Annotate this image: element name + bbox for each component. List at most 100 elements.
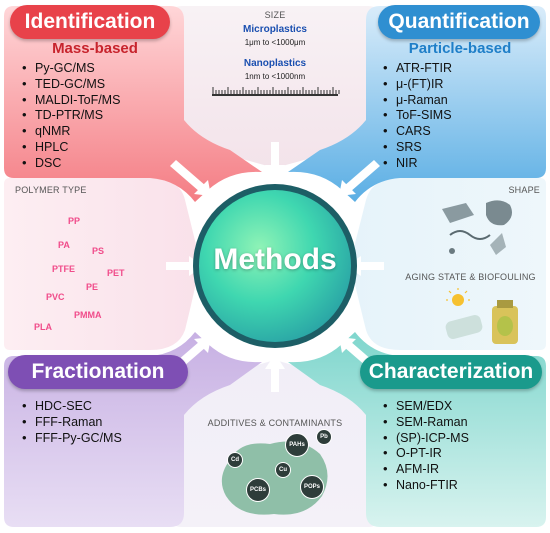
bullet-icon: •: [22, 398, 27, 413]
fractionation-item: • FFF-Raman: [22, 414, 122, 430]
polymer-pa: PA: [58, 240, 70, 250]
bullet-icon: •: [22, 154, 27, 170]
nanoplastics-range: 1nm to <1000nm: [244, 72, 306, 81]
arrow-bottom-left-head: [194, 337, 211, 353]
methods-label: Methods: [213, 243, 337, 276]
polymer-pla: PLA: [34, 322, 52, 332]
fractionation-item: • HDC-SEC: [22, 398, 122, 414]
arrow-bottom-head: [265, 354, 285, 369]
arrow-top-left-head: [194, 180, 211, 196]
characterization-item-label: SEM/EDX: [396, 399, 453, 413]
characterization-item: • (SP)-ICP-MS: [383, 430, 469, 446]
polymer-pvc: PVC: [46, 292, 65, 302]
bullet-icon: •: [383, 445, 388, 461]
bullet-icon: •: [22, 75, 27, 91]
bubble-pcbs: PCBs: [246, 478, 270, 502]
nanoplastics-title: Nanoplastics: [243, 58, 307, 69]
quantification-item: •μ-(FT)IR: [383, 76, 452, 92]
additives-label: ADDITIVES & CONTAMINANTS: [207, 418, 343, 428]
microplastics-title: Microplastics: [243, 24, 307, 35]
quantification-header: Quantification: [378, 5, 540, 39]
quantification-item: • CARS: [383, 123, 452, 139]
arrow-bottom-right-head: [339, 337, 356, 353]
bullet-icon: •: [383, 413, 388, 429]
mass-based-subtitle: Mass-based: [52, 40, 138, 57]
identification-item-label: TED-GC/MS: [35, 76, 106, 91]
identification-item-label: Py-GC/MS: [35, 61, 95, 75]
particle-based-subtitle: Particle-based: [408, 40, 512, 57]
characterization-item-label: (SP)-ICP-MS: [396, 430, 469, 445]
fractionation-item-label: FFF-Raman: [35, 414, 103, 429]
tube-icon: [445, 314, 483, 340]
characterization-item: •SEM-Raman: [383, 414, 469, 430]
identification-item-label: MALDI-ToF/MS: [35, 92, 121, 107]
identification-item-label: TD-PTR/MS: [35, 108, 104, 123]
bullet-icon: •: [383, 398, 388, 413]
identification-panel: [4, 6, 262, 202]
polymer-ps: PS: [92, 246, 105, 256]
arrow-top: [271, 142, 279, 168]
identification-item: •HPLC: [22, 139, 120, 155]
arrow-top-right-head: [339, 180, 356, 196]
characterization-item: • Nano-FTIR: [383, 477, 469, 493]
quantification-item-label: CARS: [396, 124, 431, 139]
bullet-icon: •: [383, 75, 388, 91]
quantification-item-label: NIR: [396, 155, 418, 170]
identification-item: • DSC: [22, 155, 120, 171]
bullet-icon: •: [383, 476, 388, 492]
identification-item-label: DSC: [35, 155, 62, 170]
microplastics-range: 1μm to <1000μm: [244, 38, 306, 47]
characterization-item: •AFM-IR: [383, 461, 469, 477]
arrow-left: [166, 262, 192, 270]
characterization-item: • SEM/EDX: [383, 398, 469, 414]
arrow-top-right: [344, 160, 380, 192]
quantification-item: •ToF-SIMS: [383, 107, 452, 123]
polymer-pet: PET: [107, 268, 125, 278]
bullet-icon: •: [383, 91, 388, 107]
particle-shapes-icon: [442, 200, 512, 255]
characterization-header: Characterization: [360, 355, 542, 389]
identification-item: • TED-GC/MS: [22, 76, 120, 92]
characterization-item-label: Nano-FTIR: [396, 477, 458, 492]
shape-label: SHAPE: [508, 185, 540, 195]
fractionation-item: •FFF-Py-GC/MS: [22, 430, 122, 446]
bubble-cu: Cu: [275, 462, 291, 478]
bubble-pops: POPs: [300, 475, 324, 499]
quantification-item-label: ToF-SIMS: [396, 108, 452, 123]
quantification-item: • SRS: [383, 139, 452, 155]
bullet-icon: •: [383, 60, 388, 75]
sun-icon: [452, 294, 464, 306]
bullet-icon: •: [383, 123, 388, 139]
bead-icon: [449, 248, 455, 254]
flake-icon: [490, 233, 506, 255]
pellet-icon: [486, 200, 512, 226]
fractionation-header: Fractionation: [8, 355, 188, 389]
bullet-icon: •: [383, 138, 388, 154]
identification-item: • Py-GC/MS: [22, 60, 120, 76]
bubble-pahs: PAHs: [285, 433, 309, 457]
quantification-panel: [288, 6, 546, 202]
characterization-item-label: O-PT-IR: [396, 446, 442, 461]
arrow-bottom: [271, 366, 279, 392]
bullet-icon: •: [383, 429, 388, 445]
bullet-icon: •: [22, 413, 27, 429]
identification-item: •TD-PTR/MS: [22, 107, 120, 123]
polymer-type-label: POLYMER TYPE: [15, 185, 87, 195]
quantification-item: •NIR: [383, 155, 452, 171]
bullet-icon: •: [22, 60, 27, 75]
center-circle: [199, 190, 351, 342]
bullet-icon: •: [22, 429, 27, 445]
size-label: SIZE: [264, 10, 286, 20]
identification-list: • Py-GC/MS • TED-GC/MS • MALDI-ToF/MS•TD-PTR/…: [22, 60, 120, 171]
bullet-icon: •: [383, 461, 388, 477]
fractionation-list: • HDC-SEC • FFF-Raman•FFF-Py-GC/MS: [22, 398, 122, 445]
identification-header: Identification: [10, 5, 170, 39]
quantification-item-label: SRS: [396, 139, 422, 154]
bubble-cd: Cd: [227, 452, 243, 468]
identification-item-label: qNMR: [35, 124, 71, 139]
polymer-pp: PP: [68, 216, 81, 226]
fragment-icon: [442, 203, 474, 223]
fractionation-item-label: HDC-SEC: [35, 399, 92, 413]
polymer-pmma: PMMA: [74, 310, 102, 320]
